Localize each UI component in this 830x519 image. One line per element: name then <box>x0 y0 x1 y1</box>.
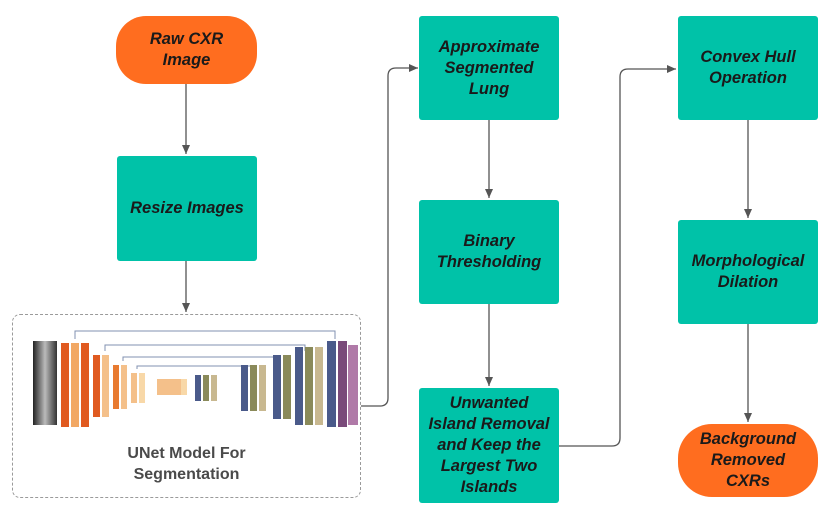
island-removal-label: Unwanted Island Removal and Keep the Lar… <box>428 394 550 496</box>
background-removed-node: Background Removed CXRs <box>678 424 818 497</box>
unet-model-panel: UNet Model For Segmentation <box>12 314 361 498</box>
island-removal-node: Unwanted Island Removal and Keep the Lar… <box>419 388 559 503</box>
morphological-dilation-label: Morphological Dilation <box>691 252 805 291</box>
convex-hull-node: Convex Hull Operation <box>678 16 818 120</box>
resize-images-node: Resize Images <box>117 156 257 261</box>
raw-cxr-label: Raw CXR Image <box>149 30 224 69</box>
binary-thresholding-label: Binary Thresholding <box>436 232 542 271</box>
decoder-blocks <box>195 341 358 427</box>
unet-model-label: UNet Model For Segmentation <box>127 445 246 483</box>
binary-thresholding-node: Binary Thresholding <box>419 200 559 304</box>
approximate-segmented-lung-label: Approximate Segmented Lung <box>438 37 540 98</box>
arrow-unet-to-approx <box>361 64 418 407</box>
input-xray-thumbnail <box>33 341 57 425</box>
resize-images-label: Resize Images <box>130 199 244 217</box>
approximate-segmented-lung-node: Approximate Segmented Lung <box>419 16 559 120</box>
morphological-dilation-node: Morphological Dilation <box>678 220 818 324</box>
unet-architecture-illustration <box>33 330 358 427</box>
background-removed-label: Background Removed CXRs <box>699 430 797 490</box>
arrow-island-to-convex <box>559 65 676 447</box>
encoder-blocks <box>61 343 187 427</box>
raw-cxr-node: Raw CXR Image <box>116 16 257 84</box>
convex-hull-label: Convex Hull Operation <box>700 48 796 87</box>
